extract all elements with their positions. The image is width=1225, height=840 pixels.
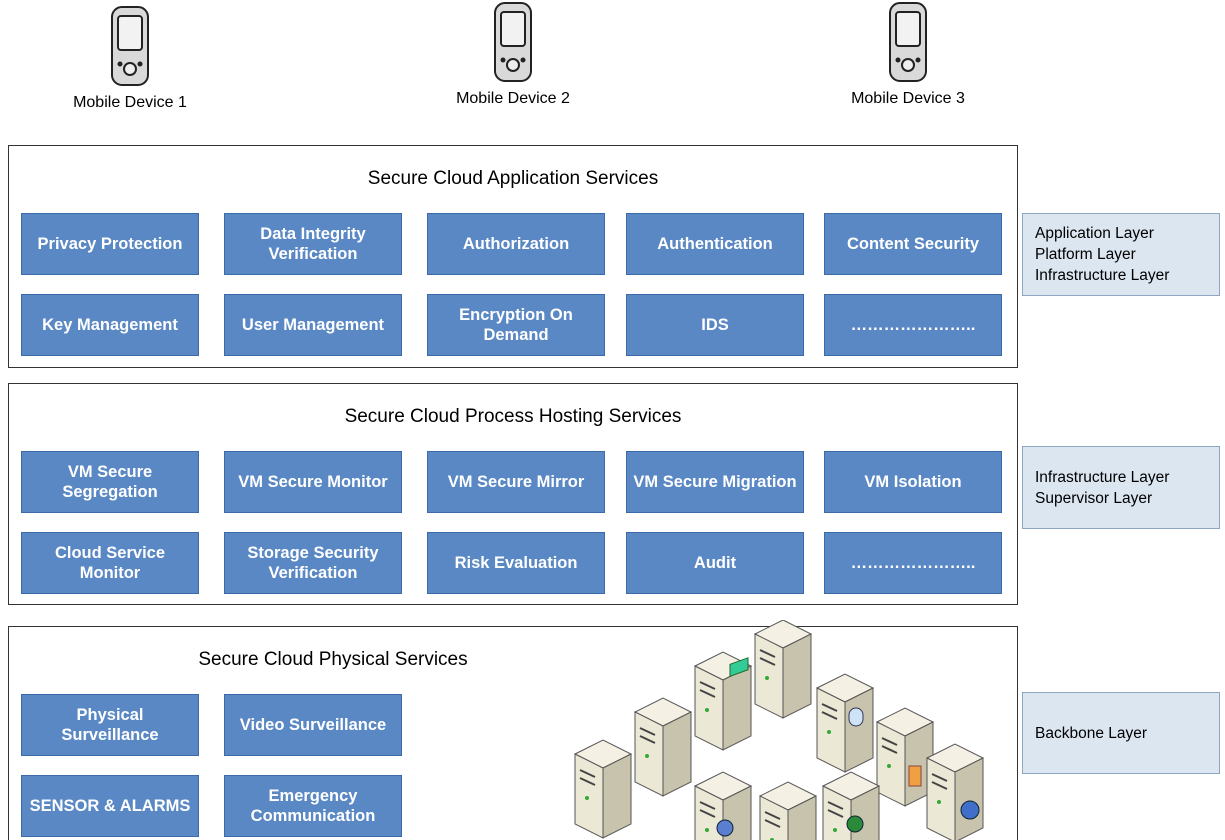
mobile-device-1: Mobile Device 1 bbox=[40, 4, 220, 112]
service-vm-secure-mirror: VM Secure Mirror bbox=[427, 451, 605, 513]
service-ids: IDS bbox=[626, 294, 804, 356]
service-vm-secure-monitor: VM Secure Monitor bbox=[224, 451, 402, 513]
service-user-management: User Management bbox=[224, 294, 402, 356]
layer-title: Secure Cloud Application Services bbox=[367, 168, 659, 189]
service-cloud-service-monitor: Cloud Service Monitor bbox=[21, 532, 199, 594]
layer-title: Secure Cloud Process Hosting Services bbox=[344, 406, 682, 427]
service-audit: Audit bbox=[626, 532, 804, 594]
service-content-security: Content Security bbox=[824, 213, 1002, 275]
service-emergency-communication: Emergency Communication bbox=[224, 775, 402, 837]
service-authentication: Authentication bbox=[626, 213, 804, 275]
service-storage-security-verification: Storage Security Verification bbox=[224, 532, 402, 594]
service-vm-secure-migration: VM Secure Migration bbox=[626, 451, 804, 513]
mobile-phone-icon bbox=[889, 2, 927, 82]
application-services-layer: Secure Cloud Application Services Privac… bbox=[8, 145, 1018, 368]
mobile-phone-icon bbox=[494, 2, 532, 82]
service-encryption-on-demand: Encryption On Demand bbox=[427, 294, 605, 356]
side-label-line: Platform Layer bbox=[1035, 246, 1136, 263]
service-video-surveillance: Video Surveillance bbox=[224, 694, 402, 756]
service-physical-surveillance: Physical Surveillance bbox=[21, 694, 199, 756]
service-more: ………………….. bbox=[824, 532, 1002, 594]
side-label-line: Application Layer bbox=[1035, 225, 1154, 242]
service-more: ………………….. bbox=[824, 294, 1002, 356]
device-label: Mobile Device 1 bbox=[73, 94, 187, 111]
side-label-hosting: Infrastructure Layer Supervisor Layer bbox=[1022, 446, 1220, 529]
service-vm-isolation: VM Isolation bbox=[824, 451, 1002, 513]
side-label-line: Infrastructure Layer bbox=[1035, 267, 1170, 284]
service-key-management: Key Management bbox=[21, 294, 199, 356]
mobile-device-2: Mobile Device 2 bbox=[423, 0, 603, 108]
device-label: Mobile Device 3 bbox=[851, 90, 965, 107]
process-hosting-services-layer: Secure Cloud Process Hosting Services VM… bbox=[8, 383, 1018, 605]
service-privacy-protection: Privacy Protection bbox=[21, 213, 199, 275]
mobile-phone-icon bbox=[111, 6, 149, 86]
side-label-line: Infrastructure Layer bbox=[1035, 468, 1170, 486]
side-label-line: Backbone Layer bbox=[1035, 724, 1148, 742]
mobile-device-3: Mobile Device 3 bbox=[818, 0, 998, 108]
service-risk-evaluation: Risk Evaluation bbox=[427, 532, 605, 594]
service-authorization: Authorization bbox=[427, 213, 605, 275]
server-cluster-icon bbox=[574, 620, 984, 840]
side-label-physical: Backbone Layer bbox=[1022, 692, 1220, 774]
service-vm-secure-segregation: VM Secure Segregation bbox=[21, 451, 199, 513]
side-label-line: Supervisor Layer bbox=[1035, 489, 1153, 507]
service-sensor-alarms: SENSOR & ALARMS bbox=[21, 775, 199, 837]
service-data-integrity-verification: Data Integrity Verification bbox=[224, 213, 402, 275]
device-label: Mobile Device 2 bbox=[456, 90, 570, 107]
layer-title: Secure Cloud Physical Services bbox=[198, 649, 468, 670]
side-label-application: Application Layer Platform Layer Infrast… bbox=[1022, 213, 1220, 296]
